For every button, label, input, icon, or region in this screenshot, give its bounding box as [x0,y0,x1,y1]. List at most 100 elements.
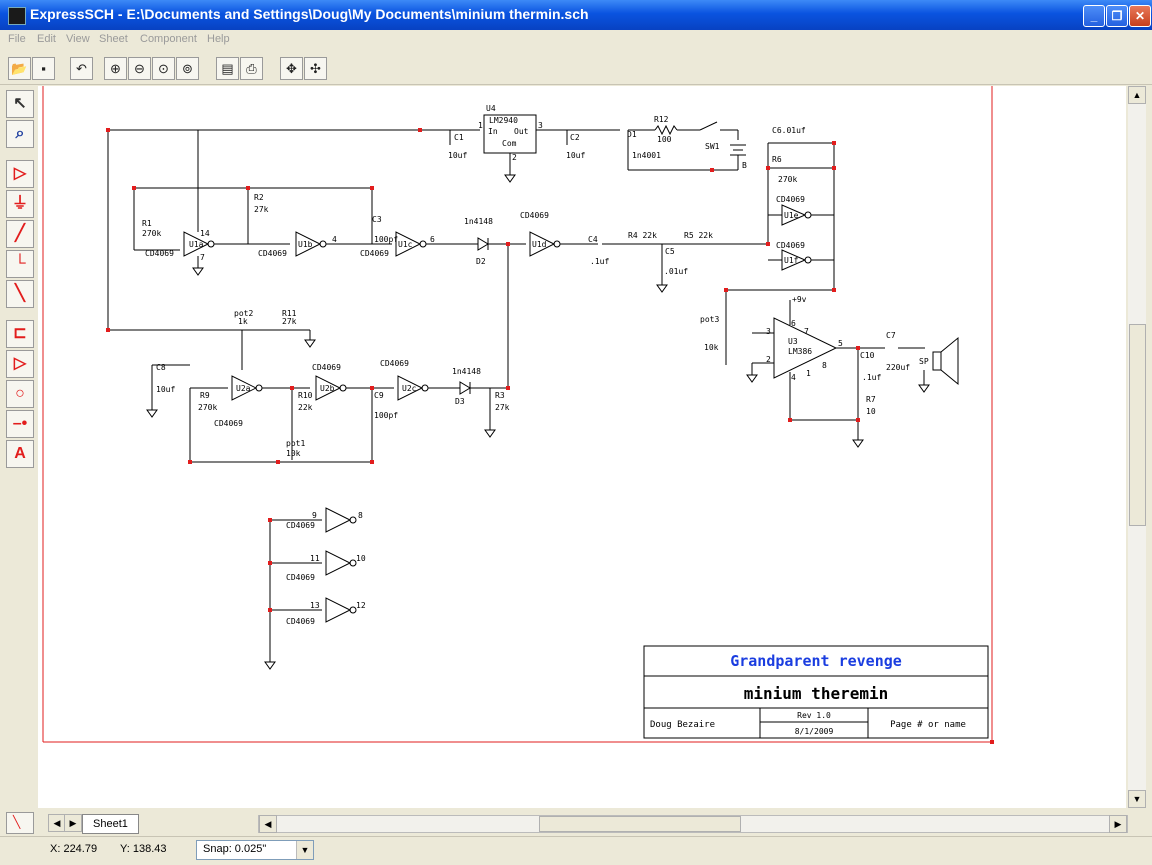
scroll-right-button[interactable]: ▶ [1109,815,1127,833]
label-cd4069-u2c: CD4069 [380,359,409,368]
menu-edit[interactable]: Edit [37,33,56,45]
zoom-area-button[interactable]: ⊚ [176,57,199,80]
title-block-rev: Rev 1.0 [797,711,831,720]
text-tool[interactable]: A [6,440,34,468]
label-r12-value: 100 [657,135,672,144]
menu-sheet[interactable]: Sheet [99,33,128,45]
save-icon: ▪ [41,61,46,76]
label-cd4069-u1d: CD4069 [520,211,549,220]
label-c3: C3 [372,215,382,224]
label-u2a: U2a [236,384,251,393]
menu-component[interactable]: Component [140,33,197,45]
ground-tool[interactable]: ⏚ [6,190,34,218]
wire-mode-button[interactable]: ╲ [6,812,34,834]
component-tool[interactable]: ▷ [6,160,34,188]
label-u3-pin4: 4 [791,373,796,382]
label-pin10: 10 [356,554,366,563]
pan-button[interactable]: ✥ [280,57,303,80]
wire-tool[interactable]: ╱ [6,220,34,248]
horizontal-scrollbar[interactable]: ◀ ▶ [258,815,1128,833]
label-c7: C7 [886,331,896,340]
label-u4-out: Out [514,127,529,136]
restore-button[interactable]: ❐ [1106,5,1128,27]
label-u1f: U1f [784,256,799,265]
close-button[interactable]: ✕ [1129,5,1151,27]
label-u3-pin6: 6 [791,319,796,328]
label-9v: +9v [792,295,807,304]
line-tool[interactable]: ╲ [6,280,34,308]
label-u3-pin8: 8 [822,361,827,370]
label-c7-value: 220uf [886,363,910,372]
vertical-scrollbar[interactable]: ▲ ▼ [1128,86,1146,808]
scroll-left-button[interactable]: ◀ [259,815,277,833]
junction-tool[interactable]: –• [6,410,34,438]
title-block-author: Doug Bezaire [650,720,715,730]
horizontal-scroll-thumb[interactable] [539,816,741,832]
zoom-select-tool[interactable]: ⌕ [6,120,34,148]
status-y-coordinate: Y: 138.43 [120,843,167,855]
print-button[interactable]: ⎙ [240,57,263,80]
minimize-button[interactable]: _ [1083,5,1105,27]
port-icon: ▷ [13,355,27,372]
label-lm386: LM386 [788,347,812,356]
label-sw1: SW1 [705,142,720,151]
zoom-fit-icon: ⊙ [158,61,169,76]
label-d2: D2 [476,257,486,266]
label-r1: R1 [142,219,152,228]
title-bar: ExpressSCH - E:\Documents and Settings\D… [0,0,1152,30]
scroll-down-button[interactable]: ▼ [1128,790,1146,808]
label-c10-value: .1uf [862,373,881,382]
snap-select[interactable]: Snap: 0.025" ▼ [196,840,314,860]
scroll-up-button[interactable]: ▲ [1128,86,1146,104]
menu-view[interactable]: View [66,33,90,45]
open-button[interactable]: 📂 [8,57,31,80]
select-tool[interactable]: ↖ [6,90,34,118]
tab-next-button[interactable]: ▶ [64,814,82,832]
save-button[interactable]: ▪ [32,57,55,80]
label-u4-pin3: 3 [538,121,543,130]
label-1n4148-top: 1n4148 [464,217,493,226]
label-c9: C9 [374,391,384,400]
zoom-in-button[interactable]: ⊕ [104,57,127,80]
zoom-out-button[interactable]: ⊖ [128,57,151,80]
port-tool[interactable]: ▷ [6,350,34,378]
label-cd4069-u1a: CD4069 [145,249,174,258]
label-c8-value: 10uf [156,385,175,394]
bus-tool[interactable]: └ [6,250,34,278]
label-pin14-u1a: 14 [200,229,210,238]
circle-icon: ○ [15,385,25,402]
label-r5: R5 22k [684,231,713,240]
label-sp: SP [919,357,929,366]
label-r11: R11 [282,309,297,318]
circle-tool[interactable]: ○ [6,380,34,408]
properties-button[interactable]: ▤ [216,57,239,80]
wire-mode-icon: ╲ [13,815,21,829]
text-icon: A [14,445,26,462]
title-block-date: 8/1/2009 [795,727,834,736]
schematic-canvas[interactable]: U4 LM2940 In Out Com 1 3 2 C1 10uf C2 10… [38,86,1126,808]
label-c4-value: .1uf [590,257,609,266]
zoom-fit-button[interactable]: ⊙ [152,57,175,80]
label-d1-part: 1n4001 [632,151,661,160]
label-u3: U3 [788,337,798,346]
label-r2-value: 27k [254,205,269,214]
move-button[interactable]: ✣ [304,57,327,80]
label-cd4069-u2a: CD4069 [214,419,243,428]
label-r4: R4 22k [628,231,657,240]
zoom-out-icon: ⊖ [134,61,145,76]
schematic-drawing: U4 LM2940 In Out Com 1 3 2 C1 10uf C2 10… [42,86,994,744]
bus-icon: └ [14,255,26,272]
menu-help[interactable]: Help [207,33,230,45]
component-icon: ▷ [13,165,27,182]
tab-sheet1[interactable]: Sheet1 [82,814,139,834]
label-pin11: 11 [310,554,320,563]
title-block-project: Grandparent revenge [730,652,902,670]
vertical-scroll-thumb[interactable] [1129,324,1146,526]
wire-icon: ╱ [15,225,25,242]
menu-file[interactable]: File [8,33,26,45]
connector-tool[interactable]: ⊏ [6,320,34,348]
undo-button[interactable]: ↶ [70,57,93,80]
label-c5: C5 [665,247,675,256]
chevron-down-icon: ▼ [296,841,313,859]
status-bar: X: 224.79 Y: 138.43 [0,836,1152,865]
